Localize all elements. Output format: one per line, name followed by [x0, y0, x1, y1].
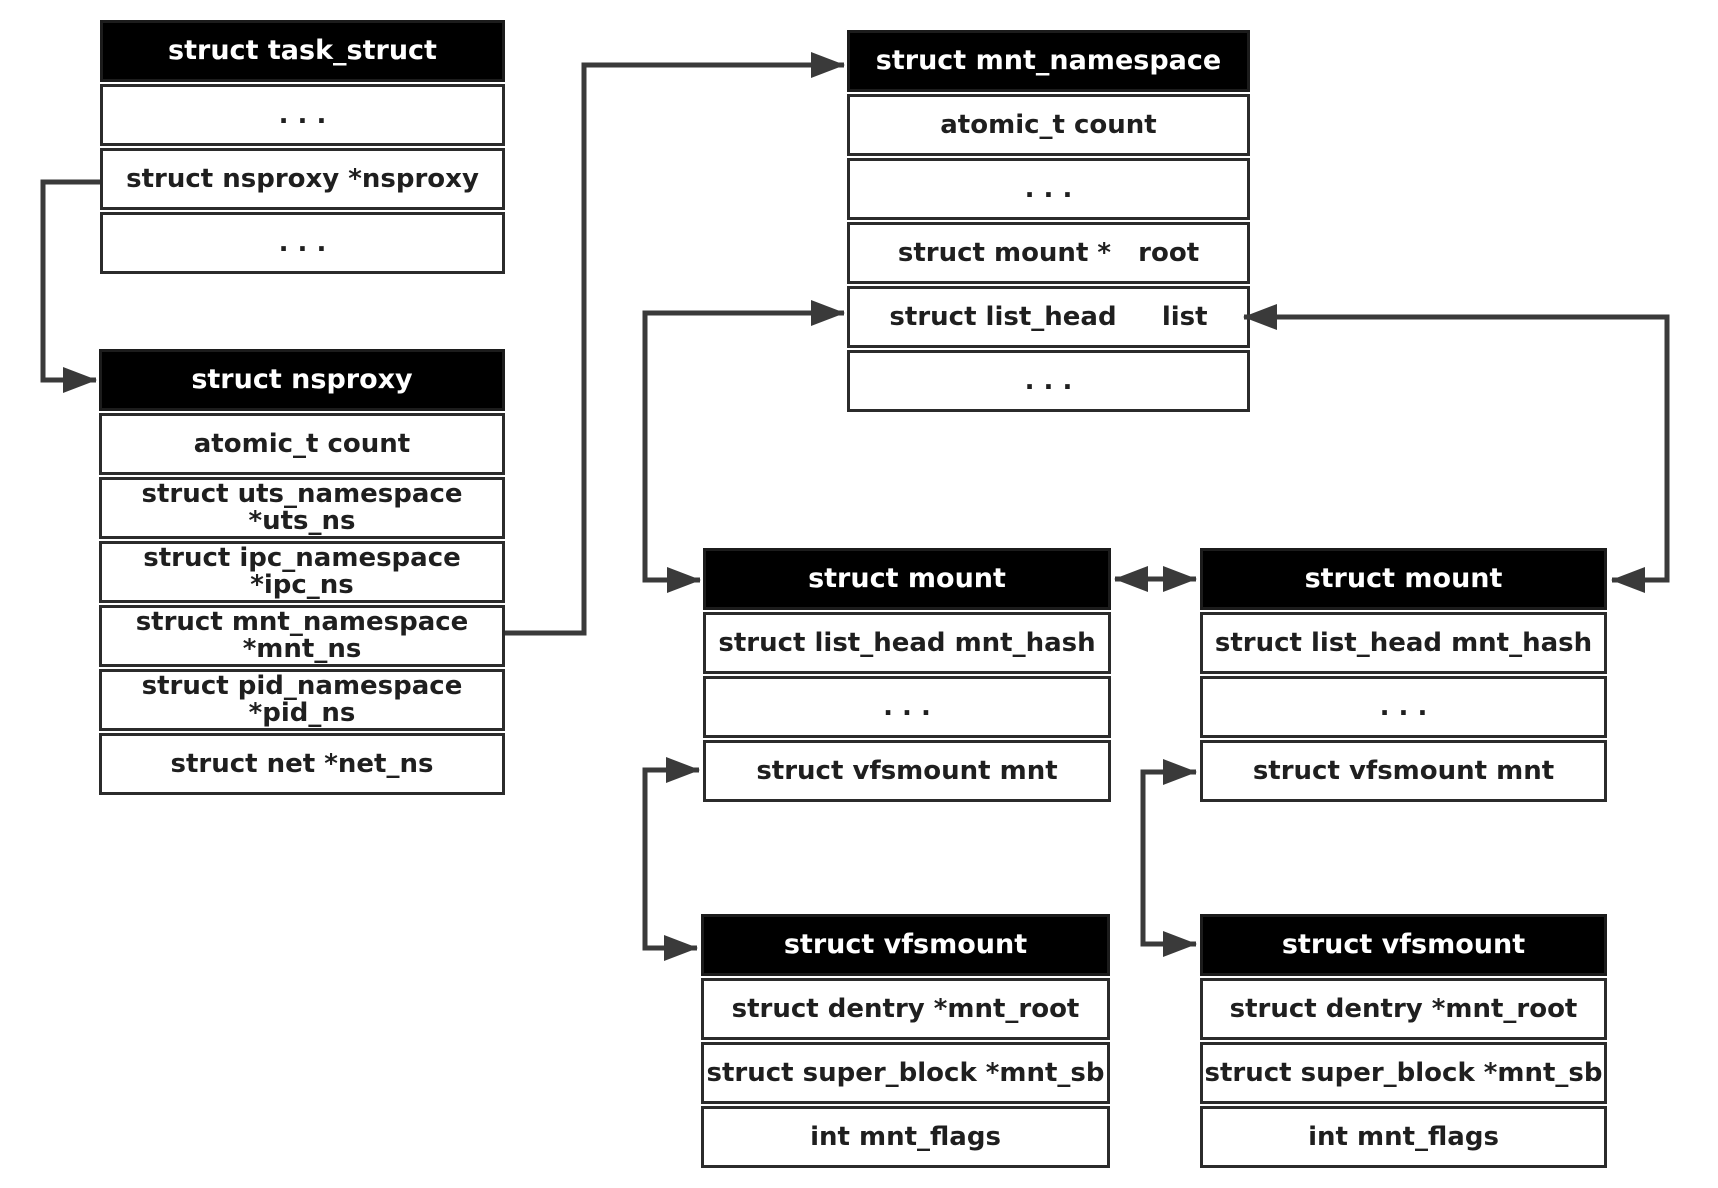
connector-mount-left-vfsmount-up [642, 757, 700, 948]
nsproxy-field-ipc-ns: struct ipc_namespace *ipc_ns [99, 541, 505, 603]
mnt-namespace-field-ellipsis-2: . . . [847, 350, 1250, 412]
box-mount-right: struct mount struct list_head mnt_hash .… [1200, 548, 1607, 802]
connector-mount-right-to-list-down [1611, 317, 1670, 593]
nsproxy-field-net-ns: struct net *net_ns [99, 733, 505, 795]
nsproxy-field-mnt-ns: struct mnt_namespace *mnt_ns [99, 605, 505, 667]
box-mnt-namespace-title: struct mnt_namespace [847, 30, 1250, 92]
connector-mount-right-to-list-up [1243, 304, 1670, 580]
box-nsproxy: struct nsproxy atomic_t count struct uts… [99, 349, 505, 795]
box-task-struct-title: struct task_struct [100, 20, 505, 82]
box-mount-left-title: struct mount [703, 548, 1111, 610]
connector-nsproxy-pointer [40, 179, 100, 393]
mnt-namespace-field-list: struct list_head list [847, 286, 1250, 348]
nsproxy-field-count: atomic_t count [99, 413, 505, 475]
mount-left-field-vfsmount-mnt: struct vfsmount mnt [703, 740, 1111, 802]
mnt-namespace-field-count: atomic_t count [847, 94, 1250, 156]
box-vfsmount-right: struct vfsmount struct dentry *mnt_root … [1200, 914, 1607, 1168]
box-vfsmount-left-title: struct vfsmount [701, 914, 1110, 976]
mount-right-field-mnt-hash: struct list_head mnt_hash [1200, 612, 1607, 674]
connector-mount-right-vfsmount-down [1140, 772, 1197, 957]
task-struct-field-ellipsis-2: . . . [100, 212, 505, 274]
connector-list-to-mount-left-down [642, 313, 701, 593]
mnt-namespace-field-ellipsis-1: . . . [847, 158, 1250, 220]
mount-left-field-ellipsis: . . . [703, 676, 1111, 738]
task-struct-field-nsproxy: struct nsproxy *nsproxy [100, 148, 505, 210]
mount-right-field-vfsmount-mnt: struct vfsmount mnt [1200, 740, 1607, 802]
vfsmount-right-field-mnt-flags: int mnt_flags [1200, 1106, 1607, 1168]
task-struct-field-ellipsis-1: . . . [100, 84, 505, 146]
vfsmount-right-field-mnt-sb: struct super_block *mnt_sb [1200, 1042, 1607, 1104]
mount-left-field-mnt-hash: struct list_head mnt_hash [703, 612, 1111, 674]
box-vfsmount-left: struct vfsmount struct dentry *mnt_root … [701, 914, 1110, 1168]
vfsmount-left-field-mnt-sb: struct super_block *mnt_sb [701, 1042, 1110, 1104]
nsproxy-field-pid-ns: struct pid_namespace *pid_ns [99, 669, 505, 731]
box-vfsmount-right-title: struct vfsmount [1200, 914, 1607, 976]
box-nsproxy-title: struct nsproxy [99, 349, 505, 411]
vfsmount-right-field-mnt-root: struct dentry *mnt_root [1200, 978, 1607, 1040]
box-mount-right-title: struct mount [1200, 548, 1607, 610]
box-mnt-namespace: struct mnt_namespace atomic_t count . . … [847, 30, 1250, 412]
mount-right-field-ellipsis: . . . [1200, 676, 1607, 738]
connector-mount-left-vfsmount-down [642, 770, 698, 961]
nsproxy-field-uts-ns: struct uts_namespace *uts_ns [99, 477, 505, 539]
connector-mount-right-vfsmount-up [1140, 759, 1197, 944]
box-mount-left: struct mount struct list_head mnt_hash .… [703, 548, 1111, 802]
connector-list-to-mount-left-up [642, 300, 845, 580]
vfsmount-left-field-mnt-root: struct dentry *mnt_root [701, 978, 1110, 1040]
vfsmount-left-field-mnt-flags: int mnt_flags [701, 1106, 1110, 1168]
box-task-struct: struct task_struct . . . struct nsproxy … [100, 20, 505, 274]
mnt-namespace-field-root: struct mount * root [847, 222, 1250, 284]
